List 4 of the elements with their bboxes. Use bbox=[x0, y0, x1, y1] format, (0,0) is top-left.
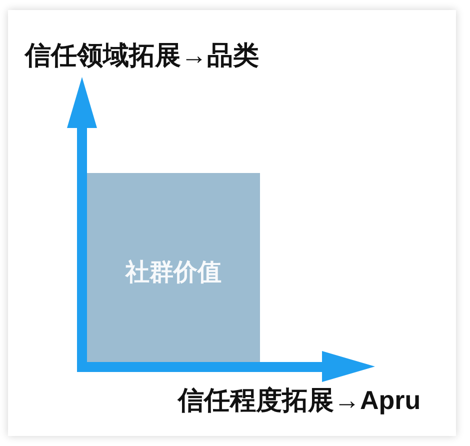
axis-label: 信任领域拓展→品类 bbox=[25, 42, 259, 68]
value-square bbox=[87, 173, 260, 362]
node-label: 社群价值 bbox=[126, 258, 222, 288]
axis-label: 信任程度拓展→Apru bbox=[178, 387, 421, 413]
